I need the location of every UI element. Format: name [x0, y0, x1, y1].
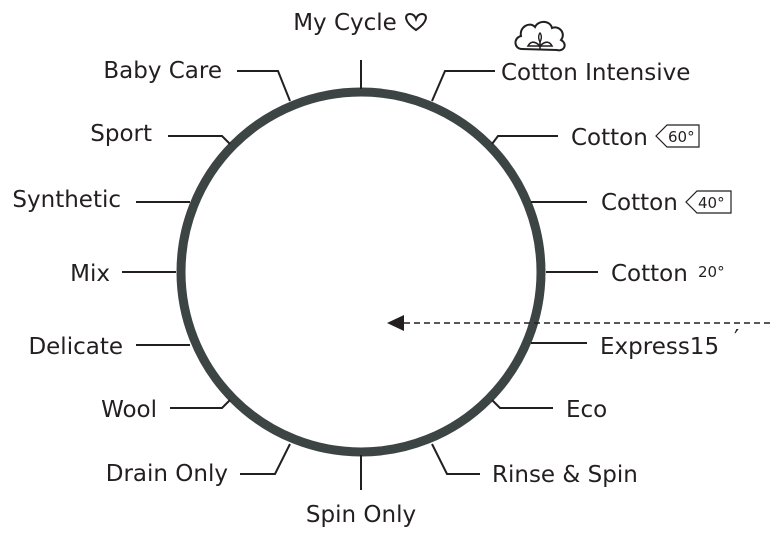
dial-ring — [176, 87, 546, 457]
label-cotton-60: Cotton — [571, 125, 648, 151]
temp-20: 20° — [698, 263, 725, 281]
heart-icon — [405, 12, 427, 32]
leader-drain-only — [240, 443, 291, 475]
label-my-cycle: My Cycle — [293, 10, 397, 36]
cotton-flower-icon — [514, 20, 566, 52]
label-express: Express15 — [600, 334, 719, 360]
label-synthetic: Synthetic — [12, 187, 121, 213]
leader-sport — [168, 135, 231, 145]
label-mix: Mix — [70, 261, 110, 287]
leader-eco — [491, 399, 553, 409]
label-spin-only: Spin Only — [306, 502, 416, 528]
label-eco: Eco — [566, 397, 607, 423]
label-wool: Wool — [101, 397, 157, 423]
leader-cotton-60 — [491, 135, 558, 145]
leader-wool — [170, 399, 231, 409]
label-cotton-20: Cotton — [611, 261, 688, 287]
label-cotton-40: Cotton — [601, 190, 678, 216]
leader-baby-care — [237, 70, 291, 102]
leader-rinse-spin — [431, 443, 480, 475]
temp-badge-60 — [655, 124, 700, 148]
leader-cotton-intensive — [431, 70, 495, 102]
label-cotton-intensive: Cotton Intensive — [501, 60, 690, 86]
express-minute-mark: ′ — [734, 326, 739, 352]
label-baby-care: Baby Care — [103, 58, 222, 84]
temp-60: 60° — [668, 128, 695, 146]
label-delicate: Delicate — [28, 334, 123, 360]
temp-40: 40° — [698, 194, 725, 212]
label-sport: Sport — [90, 121, 152, 147]
arrow-left-icon — [387, 315, 404, 331]
label-drain-only: Drain Only — [106, 461, 228, 487]
temp-badge-40 — [685, 190, 732, 214]
label-rinse-spin: Rinse & Spin — [492, 462, 638, 488]
